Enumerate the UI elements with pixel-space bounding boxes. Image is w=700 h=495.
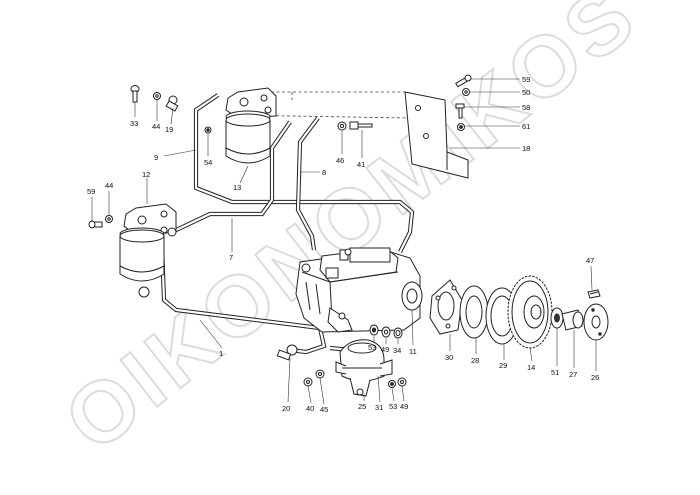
washer-53-pump xyxy=(369,324,379,336)
callout-50: 50 xyxy=(522,88,530,97)
callout-14: 14 xyxy=(527,363,535,372)
bolt-41 xyxy=(349,121,373,130)
callout-44: 44 xyxy=(105,181,113,190)
callout-53: 53 xyxy=(368,343,376,352)
key-47 xyxy=(587,289,601,299)
fuel-line-7 xyxy=(171,120,292,234)
bolt-58 xyxy=(455,103,465,119)
fuel-lift-pump xyxy=(335,339,393,397)
callout-51: 51 xyxy=(551,368,559,377)
callout-9: 9 xyxy=(154,153,158,162)
fuel-line-9 xyxy=(193,93,415,253)
callout-13: 13 xyxy=(233,183,241,192)
callout-18: 18 xyxy=(522,144,530,153)
washer-44-lower xyxy=(105,215,113,223)
leader-lines xyxy=(91,78,597,405)
callout-44: 44 xyxy=(152,122,160,131)
fuel-line-8 xyxy=(295,116,320,251)
banjo-bolt-59-lower xyxy=(88,220,103,229)
drive-gear-14 xyxy=(507,275,553,349)
callout-19: 19 xyxy=(165,125,173,134)
alignment-dashed-line xyxy=(231,91,414,119)
hub-51 xyxy=(550,307,564,329)
callout-31: 31 xyxy=(375,403,383,412)
callout-59: 59 xyxy=(87,187,95,196)
callout-12: 12 xyxy=(142,170,150,179)
callout-26: 26 xyxy=(591,373,599,382)
callout-54: 54 xyxy=(204,158,212,167)
banjo-union-20 xyxy=(276,344,298,361)
drive-flange-26 xyxy=(583,303,609,341)
gasket-plate-30 xyxy=(429,279,463,335)
washer-53-lift xyxy=(388,380,396,388)
washer-40 xyxy=(303,377,313,387)
flange-28 xyxy=(459,285,489,339)
callout-47: 47 xyxy=(586,256,594,265)
callout-45: 45 xyxy=(320,405,328,414)
callout-34: 34 xyxy=(393,346,401,355)
nut-61 xyxy=(457,123,465,131)
callout-27: 27 xyxy=(569,370,577,379)
washer-45 xyxy=(315,369,325,379)
callout-29: 29 xyxy=(499,361,507,370)
callout-61: 61 xyxy=(522,122,530,131)
washer-46 xyxy=(337,121,347,131)
callout-11: 11 xyxy=(409,347,417,356)
callout-28: 28 xyxy=(471,356,479,365)
fuel-filter-upper xyxy=(225,87,277,164)
filter-mounting-bracket xyxy=(404,91,469,179)
shaft-coupling-27 xyxy=(561,309,584,331)
fuel-filter-lower xyxy=(119,203,177,298)
callout-33: 33 xyxy=(130,119,138,128)
callout-20: 20 xyxy=(282,404,290,413)
callout-7: 7 xyxy=(229,253,233,262)
callout-49: 49 xyxy=(381,345,389,354)
callout-30: 30 xyxy=(445,353,453,362)
callout-8: 8 xyxy=(322,168,326,177)
callout-46: 46 xyxy=(336,156,344,165)
washer-54 xyxy=(204,126,212,134)
washer-50 xyxy=(462,88,470,96)
nut-49-lift xyxy=(397,377,407,387)
banjo-bolt-33 xyxy=(130,85,140,103)
washer-44-upper xyxy=(153,92,161,100)
washer-49-pump xyxy=(381,326,391,338)
callout-53: 53 xyxy=(389,402,397,411)
bolt-59-bracket xyxy=(455,74,472,88)
callout-25: 25 xyxy=(358,402,366,411)
banjo-union-19 xyxy=(165,95,179,112)
callout-1: 1 xyxy=(219,349,223,358)
callout-49: 49 xyxy=(400,402,408,411)
callout-labels: 59 50 58 61 18 33 44 19 54 13 46 41 9 8 … xyxy=(87,75,599,414)
injection-pump xyxy=(295,247,423,333)
callout-41: 41 xyxy=(357,160,365,169)
nut-34 xyxy=(393,327,403,339)
callout-58: 58 xyxy=(522,103,530,112)
callout-40: 40 xyxy=(306,404,314,413)
callout-59: 59 xyxy=(522,75,530,84)
